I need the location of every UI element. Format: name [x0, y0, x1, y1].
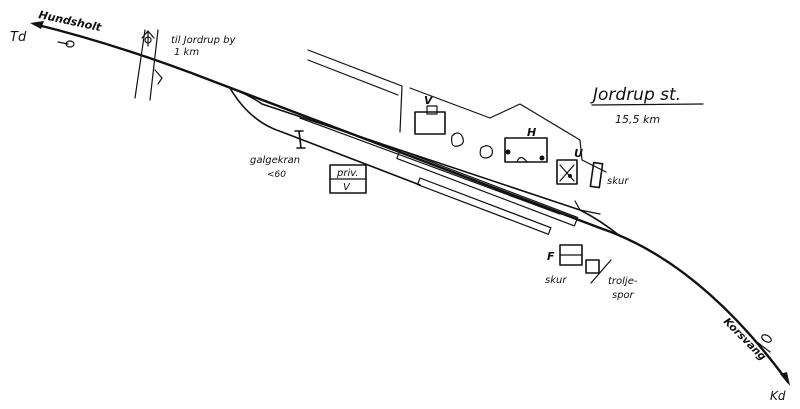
label-u-building: U: [574, 147, 583, 160]
building-u-dot: [568, 174, 572, 178]
building-h-door: [516, 156, 528, 163]
crossing-sign-lower-icon: [154, 69, 163, 85]
label-trolley-line2: spor: [612, 290, 635, 301]
label-crane-line1: galgekran: [250, 155, 300, 166]
label-f-building: F: [547, 250, 555, 263]
label-v-building: V: [424, 94, 434, 107]
station-title: Jordrup st.: [590, 85, 681, 105]
shed-lower: [585, 259, 600, 274]
label-shed-lower: skur: [545, 275, 567, 286]
tree-icon-2: [479, 145, 493, 159]
arrow-right-icon: [780, 372, 790, 386]
signal-right-icon: [756, 334, 772, 353]
station-title-underline: [591, 103, 704, 106]
yard-outline: [409, 87, 607, 173]
back-siding-track: [229, 87, 421, 186]
station-distance: 15,5 km: [615, 113, 660, 126]
arrow-left-icon: [30, 21, 44, 29]
road-line-lower: [149, 29, 159, 101]
platform-main: [396, 149, 579, 227]
platform-lower: [416, 177, 552, 235]
label-private-line1: priv.: [336, 168, 359, 179]
trolley-track-mark: [590, 259, 612, 284]
building-u: [556, 159, 578, 185]
label-private-line2: V: [343, 182, 351, 193]
signal-left-icon: [57, 40, 75, 48]
siding-loop-track: [214, 81, 621, 237]
label-left-direction: Hundsholt: [37, 8, 103, 34]
road-line-upper: [134, 29, 146, 99]
building-u-cross: [559, 164, 575, 182]
label-left-code: Td: [10, 30, 27, 45]
crane-icon: [294, 130, 306, 149]
building-h-dot-left: [505, 149, 511, 155]
road-note-line2: 1 km: [174, 47, 199, 58]
label-shed-right: skur: [607, 176, 629, 187]
building-h: [504, 137, 548, 163]
yard-road-upper: [307, 49, 403, 133]
switch-mark-right: [574, 200, 601, 215]
label-h-building: H: [527, 126, 536, 139]
road-note-line1: til Jordrup by: [171, 35, 237, 46]
shed-right: [589, 161, 604, 189]
crossing-marker-icon: [144, 36, 152, 44]
main-line-track: [32, 22, 790, 384]
tree-icon: [451, 132, 464, 147]
label-trolley-line1: trolje-: [608, 276, 638, 287]
label-right-code: Kd: [770, 389, 786, 403]
building-h-dot-right: [539, 155, 545, 161]
yard-road-lower: [307, 59, 399, 96]
label-right-direction: Korsvang: [721, 316, 769, 364]
building-v-annex: [426, 105, 438, 115]
building-v: [414, 111, 446, 135]
label-crane-line2: <60: [267, 170, 286, 180]
lower-siding-track: [299, 117, 561, 215]
